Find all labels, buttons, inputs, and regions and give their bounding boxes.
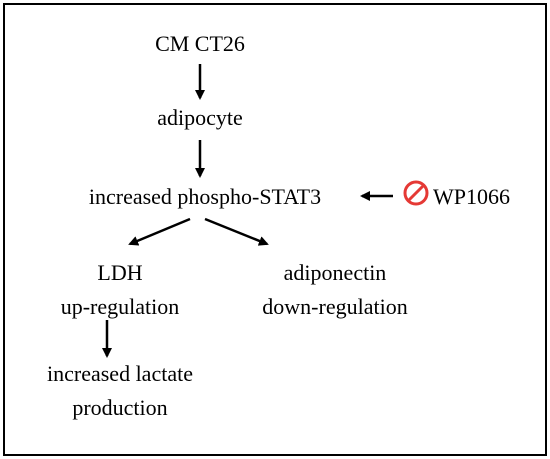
- node-adipocyte-label: adipocyte: [157, 105, 243, 130]
- node-lactate: increased lactate production: [20, 357, 220, 425]
- node-ldh-line2: up-regulation: [60, 294, 180, 319]
- node-adipocyte: adipocyte: [115, 101, 285, 135]
- node-stat3: increased phospho-STAT3: [55, 180, 355, 214]
- diagram-frame: [3, 3, 547, 456]
- node-lactate-line2: production: [72, 395, 168, 420]
- node-ldh: LDH up-regulation: [30, 256, 210, 324]
- node-stat3-label: increased phospho-STAT3: [88, 184, 322, 209]
- node-adiponectin-line1: adiponectin: [283, 260, 387, 285]
- node-cm-ct26-label: CM CT26: [155, 31, 245, 56]
- node-adiponectin-line2: down-regulation: [262, 294, 408, 319]
- node-cm-ct26: CM CT26: [125, 27, 275, 61]
- prohibition-icon: [403, 180, 429, 206]
- node-adiponectin: adiponectin down-regulation: [245, 256, 425, 324]
- node-inhibitor: WP1066: [433, 180, 533, 214]
- node-ldh-line1: LDH: [97, 260, 143, 285]
- arrow-stat3-to-ldh: [128, 217, 191, 246]
- node-lactate-line1: increased lactate: [47, 361, 193, 386]
- node-inhibitor-label: WP1066: [433, 184, 510, 209]
- arrow-stat3-to-adiponectin: [204, 217, 269, 246]
